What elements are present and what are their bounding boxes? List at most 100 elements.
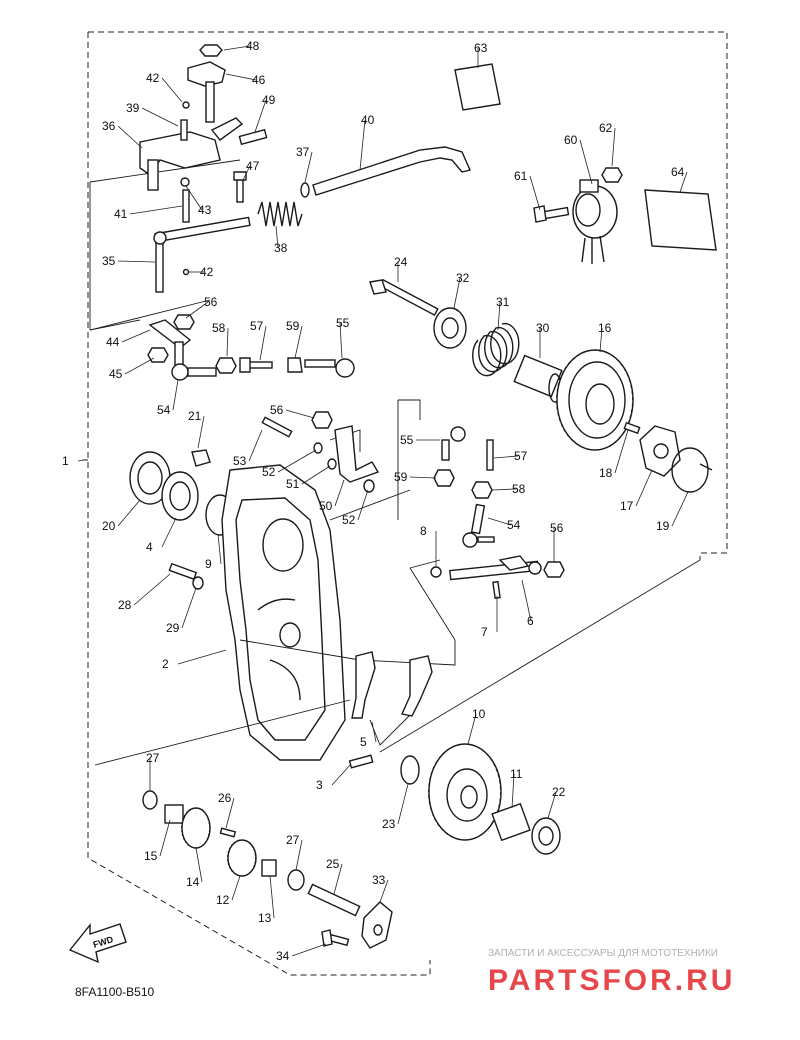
callout-11: 11 — [510, 767, 523, 781]
callout-54b: 54 — [507, 518, 521, 532]
leader-line-3 — [331, 764, 351, 786]
leader-line-43 — [185, 185, 203, 211]
seal-22-drawing — [531, 817, 561, 855]
callout-33: 33 — [372, 873, 386, 887]
callout-56a: 56 — [204, 295, 218, 309]
callout-54a: 54 — [157, 403, 171, 417]
drawing-code: 8FA1100-B510 — [75, 985, 154, 999]
callout-26: 26 — [218, 791, 232, 805]
callout-59a: 59 — [286, 319, 300, 333]
callout-44: 44 — [106, 335, 120, 349]
leader-line-19 — [671, 491, 689, 527]
linkage-bracket-group — [89, 44, 471, 331]
callout-22: 22 — [552, 785, 566, 799]
leader-line-16 — [599, 327, 603, 353]
bolt-24-drawing — [378, 278, 439, 317]
watermark-tagline: ЗАПАСТИ И АКСЕССУАРЫ ДЛЯ МОТОТЕХНИКИ — [488, 948, 718, 959]
callout-52a: 52 — [262, 465, 276, 479]
callout-63: 63 — [474, 41, 488, 55]
spring-38-drawing — [257, 201, 303, 227]
leader-line-36 — [117, 125, 143, 149]
housing-group — [129, 416, 346, 761]
callout-55a: 55 — [336, 316, 350, 330]
callout-57a: 57 — [250, 319, 264, 333]
callout-2: 2 — [162, 657, 169, 671]
callout-7: 7 — [481, 625, 488, 639]
callout-29: 29 — [166, 621, 180, 635]
leader-line-33 — [379, 879, 389, 903]
leader-line-58b — [491, 488, 517, 491]
leader-line-10 — [467, 713, 477, 745]
label-64-drawing — [644, 189, 717, 251]
callout-42b: 42 — [200, 265, 214, 279]
leader-line-41 — [129, 205, 183, 215]
gear-16-drawing — [556, 349, 634, 451]
callout-10: 10 — [472, 707, 486, 721]
leader-line-44 — [121, 329, 151, 343]
callout-40: 40 — [361, 113, 375, 127]
leader-line-4 — [161, 517, 177, 548]
callout-56b: 56 — [270, 403, 284, 417]
leader-line-61 — [529, 175, 541, 211]
leader-line-28 — [133, 573, 171, 606]
shift-linkage-group — [311, 399, 495, 548]
rod-40-drawing — [312, 146, 471, 196]
fwd-arrow: FWD — [68, 923, 127, 964]
leader-line-32 — [453, 277, 461, 309]
bearing-13-drawing — [261, 859, 277, 877]
leader-line-51 — [301, 465, 331, 485]
callout-47: 47 — [246, 159, 260, 173]
leader-line-58a — [226, 327, 229, 357]
callout-15: 15 — [144, 849, 158, 863]
lower-right-gear-group — [94, 559, 701, 855]
leader-line-50 — [334, 479, 345, 507]
bracket-36-drawing — [139, 131, 221, 176]
lower-link-group — [89, 314, 355, 381]
callout-56c: 56 — [550, 521, 564, 535]
callout-27b: 27 — [286, 833, 300, 847]
callout-37: 37 — [296, 145, 310, 159]
callout-59b: 59 — [394, 470, 408, 484]
leader-line-40 — [359, 119, 366, 171]
clutch-stack-group — [369, 278, 713, 493]
leader-line-48 — [223, 45, 251, 51]
callout-38: 38 — [274, 241, 288, 255]
callout-35: 35 — [102, 254, 116, 268]
leader-line-35 — [117, 260, 156, 263]
leader-line-9 — [217, 533, 222, 565]
leader-line-29 — [181, 587, 197, 629]
callout-52b: 52 — [342, 513, 356, 527]
callout-45: 45 — [109, 367, 123, 381]
leader-line-62 — [611, 127, 616, 167]
leader-line-6 — [521, 579, 532, 622]
seal-4-drawing — [161, 471, 199, 521]
assembly-frame — [87, 31, 728, 976]
leader-line-56b — [285, 409, 315, 419]
lower-left-gear-group — [142, 790, 393, 949]
callout-12: 12 — [216, 893, 230, 907]
callout-48: 48 — [246, 39, 260, 53]
nut-48-drawing — [199, 44, 223, 57]
callout-1: 1 — [62, 454, 69, 468]
callout-3: 3 — [316, 778, 323, 792]
leader-line-47 — [242, 165, 251, 181]
callout-5: 5 — [360, 735, 367, 749]
leader-line-5 — [371, 721, 377, 743]
leader-line-12 — [231, 875, 241, 901]
leader-line-57b — [493, 455, 519, 459]
leader-line-2 — [177, 649, 227, 665]
leader-line-31 — [497, 301, 501, 331]
leader-line-57a — [259, 325, 267, 361]
callout-4: 4 — [146, 540, 153, 554]
leader-line-11 — [511, 773, 515, 809]
callout-21: 21 — [188, 409, 202, 423]
callout-46: 46 — [252, 73, 266, 87]
leader-line-64 — [679, 171, 688, 193]
callout-36: 36 — [102, 119, 116, 133]
leader-line-46 — [225, 73, 257, 81]
callout-60: 60 — [564, 133, 578, 147]
leader-line-21 — [197, 415, 205, 449]
sensor-group — [454, 63, 717, 264]
callout-20: 20 — [102, 519, 116, 533]
